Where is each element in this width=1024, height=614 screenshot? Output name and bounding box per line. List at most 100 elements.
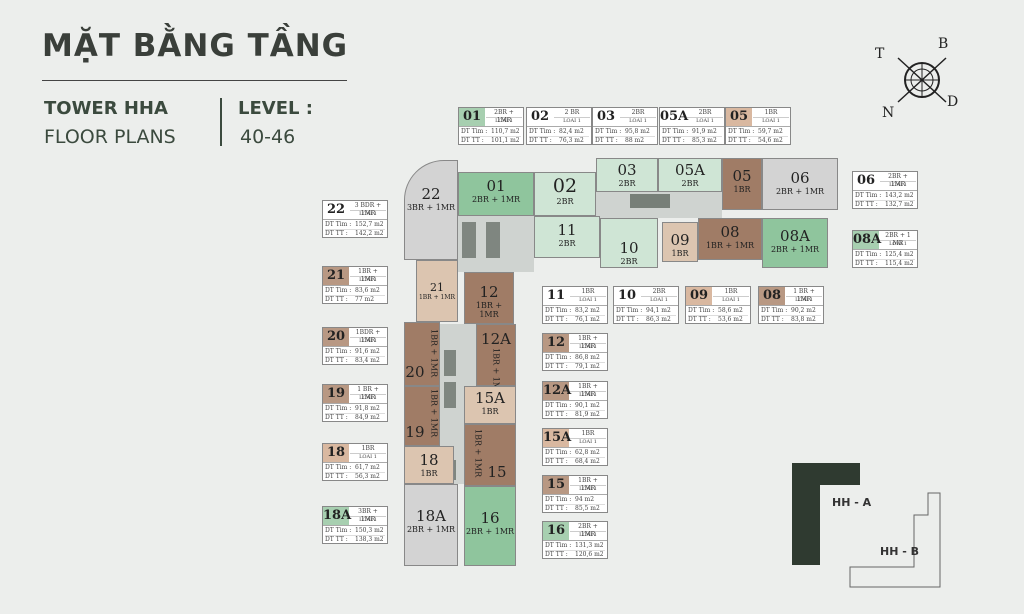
- compass-n: N: [882, 105, 895, 121]
- unit-id: 22: [421, 185, 441, 203]
- unit-id: 10: [619, 239, 639, 257]
- unit-type: 1BR + 1MR: [491, 348, 501, 397]
- unit-id: 16: [480, 509, 500, 527]
- tower-name: TOWER HHA: [44, 98, 168, 119]
- unit-id: 02: [552, 175, 578, 197]
- unit-05[interactable]: 05 1BR: [722, 158, 762, 210]
- unit-id: 19: [405, 423, 425, 442]
- unit-08[interactable]: 08 1BR + 1MR: [698, 218, 762, 260]
- unit-type: 1BR + 1MR: [705, 241, 755, 250]
- unit-id: 21: [430, 281, 444, 294]
- unit-06[interactable]: 06 2BR + 1MR: [762, 158, 838, 210]
- unit-id: 01: [486, 177, 506, 195]
- unit-id: 08: [720, 223, 740, 241]
- unit-02[interactable]: 02 2BR: [534, 172, 596, 216]
- unit-08a[interactable]: 08A 2BR + 1MR: [762, 218, 828, 268]
- unit-type: 2BR + 1MR: [406, 525, 456, 534]
- unit-id: 18A: [416, 507, 446, 525]
- unit-15[interactable]: 1BR + 1MR 15: [464, 424, 516, 486]
- floor-plans-label: FLOOR PLANS: [44, 126, 176, 148]
- unit-id: 15A: [475, 389, 505, 407]
- unit-type: 2BR: [620, 257, 638, 266]
- unit-type: 1BR: [671, 249, 689, 258]
- unit-type: 1BR + 1MR: [475, 301, 503, 319]
- unit-03[interactable]: 03 2BR: [596, 158, 658, 192]
- level-label: LEVEL :: [238, 98, 313, 119]
- unit-16[interactable]: 16 2BR + 1MR: [464, 486, 516, 566]
- unit-09[interactable]: 09 1BR: [662, 222, 698, 262]
- stair-1: [462, 222, 476, 258]
- lift-2: [444, 382, 456, 408]
- unit-type: 2BR: [556, 197, 574, 206]
- header-divider: [220, 98, 222, 146]
- keyplan-label-a: HH - A: [832, 496, 872, 509]
- key-plan: [792, 463, 941, 588]
- unit-id: 09: [670, 231, 690, 249]
- unit-12a[interactable]: 12A 1BR + 1MR: [476, 324, 516, 396]
- unit-id: 11: [557, 221, 577, 239]
- stair-2: [486, 222, 500, 258]
- unit-type: 2BR + 1MR: [775, 187, 825, 196]
- unit-id: 05A: [675, 161, 705, 179]
- unit-type: 1BR: [420, 469, 438, 478]
- unit-id: 20: [405, 363, 425, 382]
- lift-1: [444, 350, 456, 376]
- unit-type: 1BR: [481, 407, 499, 416]
- unit-id: 12: [479, 283, 499, 301]
- unit-type: 2BR: [681, 179, 699, 188]
- compass-d: D: [947, 94, 959, 110]
- unit-id: 06: [790, 169, 810, 187]
- unit-18a[interactable]: 18A 2BR + 1MR: [404, 484, 458, 566]
- unit-15a[interactable]: 15A 1BR: [464, 386, 516, 424]
- unit-11[interactable]: 11 2BR: [534, 216, 600, 258]
- unit-type: 3BR + 1MR: [406, 203, 456, 212]
- unit-21[interactable]: 21 1BR + 1MR: [416, 260, 458, 322]
- unit-type: 1BR + 1MR: [429, 389, 439, 438]
- unit-type: 2BR + 1MR: [770, 245, 820, 254]
- unit-type: 2BR: [558, 239, 576, 248]
- level-value: 40-46: [240, 126, 296, 148]
- unit-type: 2BR: [618, 179, 636, 188]
- unit-05a[interactable]: 05A 2BR: [658, 158, 722, 192]
- keyplan-label-b: HH - B: [880, 545, 920, 558]
- compass-icon: [897, 57, 947, 103]
- unit-type: 2BR + 1MR: [465, 527, 515, 536]
- unit-22-lower: [404, 220, 458, 260]
- unit-12[interactable]: 12 1BR + 1MR: [464, 272, 514, 324]
- unit-id: 12A: [481, 330, 511, 348]
- unit-18[interactable]: 18 1BR: [404, 446, 454, 484]
- unit-id: 18: [419, 451, 439, 469]
- unit-20[interactable]: 20 1BR + 1MR: [404, 322, 440, 386]
- unit-01[interactable]: 01 2BR + 1MR: [458, 172, 534, 216]
- unit-19[interactable]: 19 1BR + 1MR: [404, 386, 440, 446]
- elevator-top: [630, 194, 670, 208]
- unit-10[interactable]: 10 2BR: [600, 218, 658, 268]
- page-title: MẶT BẰNG TẦNG: [42, 28, 349, 64]
- compass-t: T: [875, 46, 885, 62]
- unit-type: 1BR + 1MR: [473, 429, 483, 478]
- unit-type: 2BR + 1MR: [471, 195, 521, 204]
- unit-type: 1BR: [733, 185, 751, 194]
- title-divider: [42, 80, 347, 81]
- unit-type: 1BR + 1MR: [429, 329, 439, 378]
- unit-id: 08A: [780, 227, 810, 245]
